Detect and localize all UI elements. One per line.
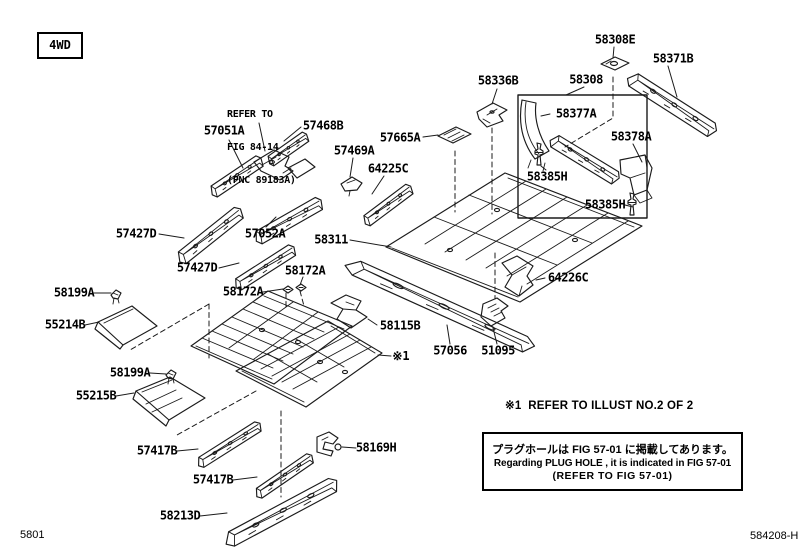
part-58378A-bracket: [620, 155, 652, 203]
part-58377A-panel: [521, 100, 549, 171]
refer-pnc-line3: (PNC 89183A): [227, 175, 296, 186]
part-label-58378A: 58378A: [610, 129, 652, 144]
part-label-58308E: 58308E: [594, 32, 636, 47]
part-label-64226C: 64226C: [547, 270, 589, 285]
part-58115B-bracket: [331, 295, 367, 328]
assembly-box-58308: [518, 95, 652, 218]
figure-code: 5801: [20, 529, 45, 541]
part-label-55215B: 55215B: [75, 388, 117, 403]
part-57665A-plate: [438, 127, 471, 143]
part-label-57051A: 57051A: [203, 123, 245, 138]
illust-reference-note: ※1 REFER TO ILLUST NO.2 OF 2: [505, 400, 694, 412]
part-label-58199A-1: 58199A: [53, 285, 95, 300]
part-55215B-brace: [133, 377, 205, 426]
part-label-57427D-1: 57427D: [115, 226, 157, 241]
part-58308E-plate: [601, 57, 629, 70]
part-51095-bracket: [481, 298, 508, 326]
part-label-58311: 58311: [314, 232, 348, 247]
plug-hole-note-ref: (REFER TO FIG 57-01): [552, 470, 673, 482]
refer-pnc-line2: FIG 84-14: [227, 142, 279, 153]
refer-pnc-line1: REFER TO: [227, 109, 273, 120]
part-58199A-fastener-1: [110, 289, 122, 305]
part-58172A-diamond-2: [295, 283, 307, 292]
part-label-58336B: 58336B: [477, 73, 519, 88]
part-label-57665A: 57665A: [379, 130, 421, 145]
part-label-58385H-1: 58385H: [526, 169, 568, 184]
plug-hole-note-jp: プラグホールは FIG 57-01 に掲載してあります。: [492, 444, 733, 456]
part-57417B-sill-2: [251, 451, 317, 501]
panel-footnote-marker: ※1: [392, 349, 410, 363]
part-label-55214B: 55214B: [44, 317, 86, 332]
part-label-58213D: 58213D: [159, 508, 201, 523]
part-58336B-bracket: [477, 103, 507, 127]
part-label-57417B-1: 57417B: [136, 443, 178, 458]
part-55214B-brace: [95, 306, 157, 349]
part-label-58115B: 58115B: [379, 318, 421, 333]
plug-hole-note-en: Regarding PLUG HOLE , it is indicated in…: [493, 458, 732, 469]
part-label-64225C: 64225C: [367, 161, 409, 176]
part-57469A-clip: [341, 177, 362, 196]
part-64226C-bracket: [502, 256, 533, 296]
part-label-57468B: 57468B: [302, 118, 344, 133]
alignment-dashed-lines: [130, 77, 613, 497]
part-label-57469A: 57469A: [333, 143, 375, 158]
drive-type-label: 4WD: [49, 38, 71, 52]
part-label-58377A: 58377A: [555, 106, 597, 121]
part-label-57056: 57056: [433, 343, 467, 358]
part-89183A-bracket: [254, 150, 315, 180]
part-label-58308: 58308: [569, 72, 603, 87]
part-label-58169H: 58169H: [355, 440, 397, 455]
part-label-58172A-1: 58172A: [284, 263, 326, 278]
drive-type-badge: 4WD: [37, 32, 83, 59]
part-58311-rear-floor-pan: [386, 173, 642, 302]
part-label-51095: 51095: [481, 343, 515, 358]
part-label-57052A: 57052A: [244, 226, 286, 241]
refer-pnc-note: REFER TO FIG 84-14 (PNC 89183A): [227, 87, 296, 208]
drawing-code: 584208-H: [750, 530, 799, 542]
part-57417B-sill-1: [193, 419, 265, 470]
part-label-57417B-2: 57417B: [192, 472, 234, 487]
part-front-floor-pan-rear: [236, 321, 382, 407]
part-label-58172A-2: 58172A: [222, 284, 264, 299]
part-58172A-diamond-1: [282, 285, 294, 294]
part-front-floor-pan-front: [191, 291, 352, 384]
part-57427D-rail-1: [172, 204, 248, 267]
part-64225C-rail: [359, 182, 417, 228]
part-label-58385H-2: 58385H: [584, 197, 626, 212]
part-label-58371B: 58371B: [652, 51, 694, 66]
part-label-58199A-2: 58199A: [109, 365, 151, 380]
plug-hole-note-box: プラグホールは FIG 57-01 に掲載してあります。 Regarding P…: [482, 432, 743, 491]
part-label-57427D-2: 57427D: [176, 260, 218, 275]
part-58213D-rocker-rail: [219, 474, 343, 550]
part-58169H-clip: [317, 432, 341, 456]
